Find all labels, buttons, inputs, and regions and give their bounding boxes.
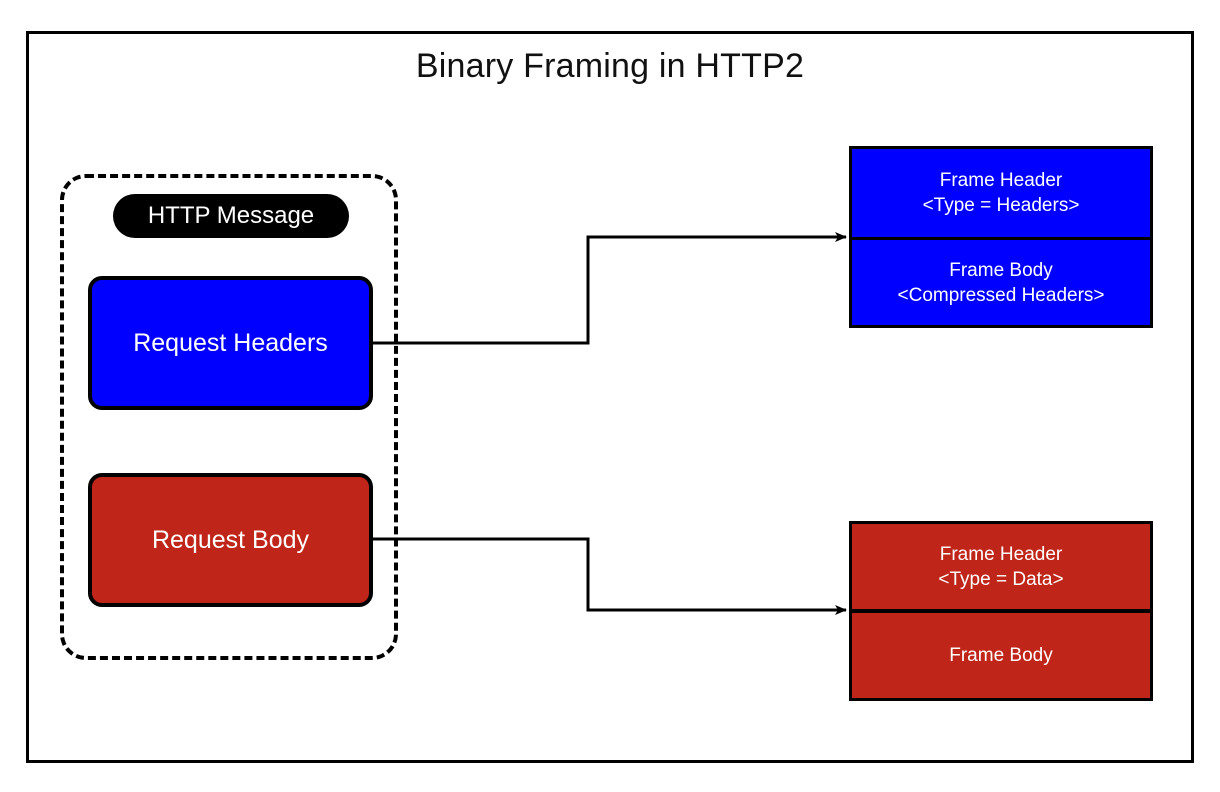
diagram-title: Binary Framing in HTTP2: [415, 47, 805, 85]
data-frame-header-line2: <Type = Data>: [938, 568, 1064, 590]
http-message-pill-label: HTTP Message: [113, 194, 349, 238]
headers-frame-header-line1: Frame Header: [939, 170, 1063, 191]
request-headers-label: Request Headers: [133, 328, 328, 357]
request-headers-box[interactable]: Request Headers: [88, 276, 373, 410]
headers-frame-box[interactable]: Frame Header <Type = Headers> Frame Body…: [849, 146, 1153, 328]
request-body-label: Request Body: [151, 525, 310, 554]
http-message-container: [60, 174, 398, 660]
data-frame-box[interactable]: Frame Header <Type = Data> Frame Body: [849, 521, 1153, 701]
headers-frame-header-cell: Frame Header <Type = Headers>: [852, 149, 1150, 237]
data-frame-body-cell: Frame Body: [852, 609, 1150, 698]
headers-frame-header-line2: <Type = Headers>: [922, 195, 1080, 216]
request-body-box[interactable]: Request Body: [88, 473, 373, 607]
data-frame-header-line1: Frame Header: [939, 543, 1063, 565]
data-frame-body-line1: Frame Body: [949, 645, 1053, 667]
data-frame-header-cell: Frame Header <Type = Data>: [852, 524, 1150, 609]
headers-frame-body-cell: Frame Body <Compressed Headers>: [852, 237, 1150, 325]
headers-frame-body-line2: <Compressed Headers>: [897, 284, 1105, 306]
headers-frame-body-line1: Frame Body: [949, 259, 1053, 281]
